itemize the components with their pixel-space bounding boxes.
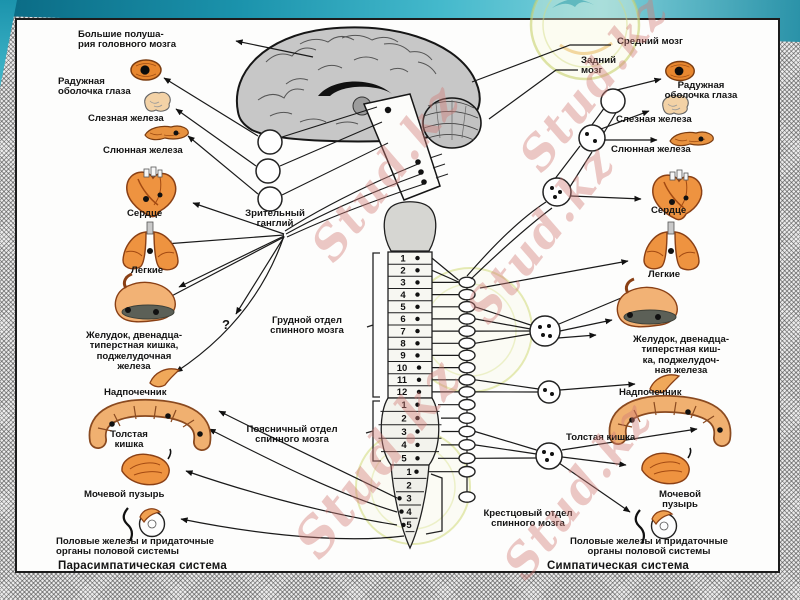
label-adrenal-right: Надпочечник (619, 387, 682, 398)
label-lungs-right: Легкие (648, 269, 681, 280)
label-lacrimal-left: Слезная железа (88, 113, 164, 124)
thoracic-12: 12 (397, 387, 408, 398)
label-iris-right: Радужная оболочка глаза (664, 80, 738, 102)
label-stomach-right: Желудок, двенадца- типерстная киш- ка, п… (632, 334, 730, 376)
label-bladder-left: Мочевой пузырь (84, 489, 165, 500)
label-hindbrain: Задний мозг (581, 55, 617, 77)
caption-sympathetic: Симпатическая система (547, 560, 689, 572)
parasympathetic-ganglia (255, 106, 389, 212)
label-lungs-left: Легкие (131, 265, 164, 276)
lungs-right-icon (643, 221, 700, 271)
bladder-left-icon (121, 448, 172, 486)
sacral-3: 3 (406, 494, 411, 505)
label-optic-ganglion: Зрительный ганглий (245, 208, 305, 230)
thoracic-2: 2 (400, 266, 405, 277)
brain-illustration (235, 26, 482, 201)
label-salivary-left: Слюнная железа (103, 145, 183, 156)
thoracic-9: 9 (400, 351, 405, 362)
sacral-5: 5 (406, 520, 412, 531)
label-cerebral-hemispheres: Большие полуша- рия головного мозга (78, 29, 177, 51)
label-heart-left: Сердце (127, 208, 163, 219)
segment-dots (397, 255, 422, 528)
thoracic-11: 11 (397, 375, 408, 386)
label-colon-left: Толстая кишка (110, 429, 148, 451)
sacral-1: 1 (406, 467, 412, 478)
lumbar-1: 1 (401, 400, 407, 411)
lungs-left-icon (122, 221, 179, 271)
label-lacrimal-right: Слезная железа (616, 114, 692, 125)
iris-right-icon (665, 60, 695, 82)
sympathetic-chain (428, 201, 553, 503)
thoracic-5: 5 (400, 302, 406, 313)
thoracic-7: 7 (400, 326, 405, 337)
thoracic-8: 8 (400, 339, 405, 350)
label-gonads-left: Половые железы и придаточные органы поло… (56, 536, 215, 558)
label-question-mark: ? (222, 317, 230, 332)
label-midbrain: Средний мозг (617, 36, 683, 47)
caption-parasympathetic: Парасимпатическая система (58, 560, 227, 572)
bladder-right-icon (641, 447, 692, 485)
label-lumbar-section: Поясничный отдел спинного мозга (246, 424, 338, 446)
thoracic-1: 1 (400, 253, 406, 264)
spinal-cord: 1 2 3 4 5 6 7 8 9 10 11 12 1 2 3 4 5 1 2… (365, 201, 443, 550)
label-gonads-right: Половые железы и придаточные органы поло… (569, 536, 728, 558)
label-adrenal-left: Надпочечник (104, 387, 167, 398)
lumbar-3: 3 (401, 427, 406, 438)
sacral-4: 4 (406, 507, 412, 518)
stomach-right-icon (615, 277, 679, 329)
thoracic-4: 4 (400, 290, 406, 301)
lumbar-4: 4 (401, 440, 407, 451)
label-stomach-left: Желудок, двенадца- типерстная кишка, под… (85, 330, 183, 372)
label-bladder-right: Мочевой пузырь (658, 489, 702, 511)
label-sacral-section: Крестцовый отдел спинного мозга (483, 508, 573, 530)
nerve-arrows (161, 39, 698, 540)
sacral-2: 2 (406, 480, 411, 491)
lumbar-2: 2 (401, 413, 406, 424)
stomach-left-icon (113, 272, 177, 324)
thoracic-6: 6 (400, 314, 405, 325)
label-iris-left: Радужная оболочка глаза (58, 76, 131, 98)
lumbar-5: 5 (401, 454, 407, 465)
label-salivary-right: Слюнная железа (611, 144, 691, 155)
salivary-left-icon (144, 125, 189, 141)
label-heart-right: Сердце (651, 205, 687, 216)
thoracic-3: 3 (400, 278, 405, 289)
thoracic-10: 10 (397, 363, 408, 374)
label-colon-right: Толстая кишка (566, 432, 636, 443)
label-thoracic-section: Грудной отдел спинного мозга (270, 315, 344, 337)
